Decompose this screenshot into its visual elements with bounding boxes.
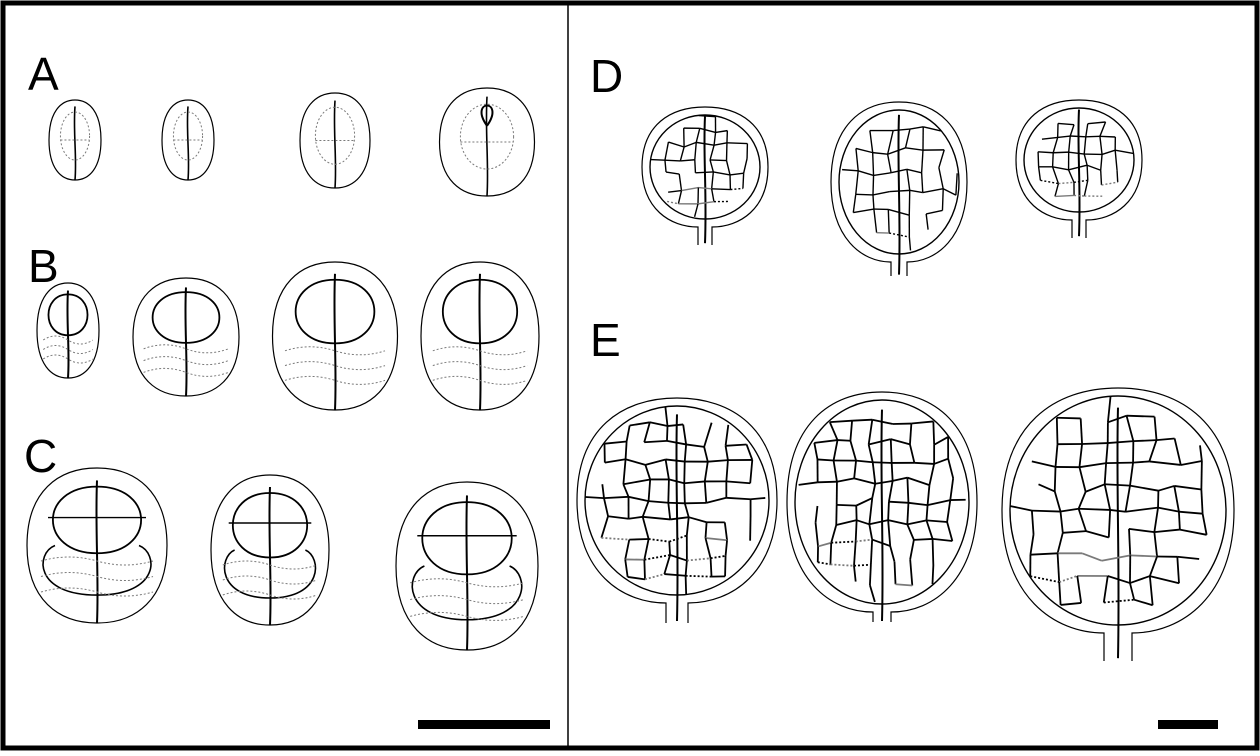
leaf-b-4: [421, 262, 539, 410]
leaves-layer: [27, 88, 1234, 661]
leaf-d-2: [831, 102, 967, 276]
leaf-e-2: [787, 392, 977, 622]
leaf-c-2: [211, 475, 329, 625]
leaf-b-2: [133, 278, 239, 396]
leaf-a-4: [440, 88, 535, 196]
panel-label-c: C: [24, 430, 57, 482]
leaf-e-1: [577, 398, 777, 623]
figure-frame: [3, 3, 1257, 748]
scale-bar-left: [418, 720, 550, 729]
leaf-b-3: [273, 262, 398, 410]
leaf-e-3: [1002, 388, 1234, 661]
panel-label-d: D: [590, 50, 623, 102]
leaf-b-1: [37, 283, 99, 378]
leaf-a-2: [162, 100, 214, 180]
leaf-d-1: [642, 107, 768, 245]
leaf-c-1: [27, 468, 167, 623]
panel-label-a: A: [28, 48, 59, 100]
leaf-a-1: [49, 100, 101, 180]
leaf-d-3: [1016, 100, 1142, 238]
panel-label-b: B: [28, 240, 59, 292]
leaf-a-3: [300, 93, 370, 188]
panel-label-e: E: [590, 314, 621, 366]
scale-bar-right: [1158, 720, 1218, 729]
leaf-c-3: [396, 482, 538, 650]
